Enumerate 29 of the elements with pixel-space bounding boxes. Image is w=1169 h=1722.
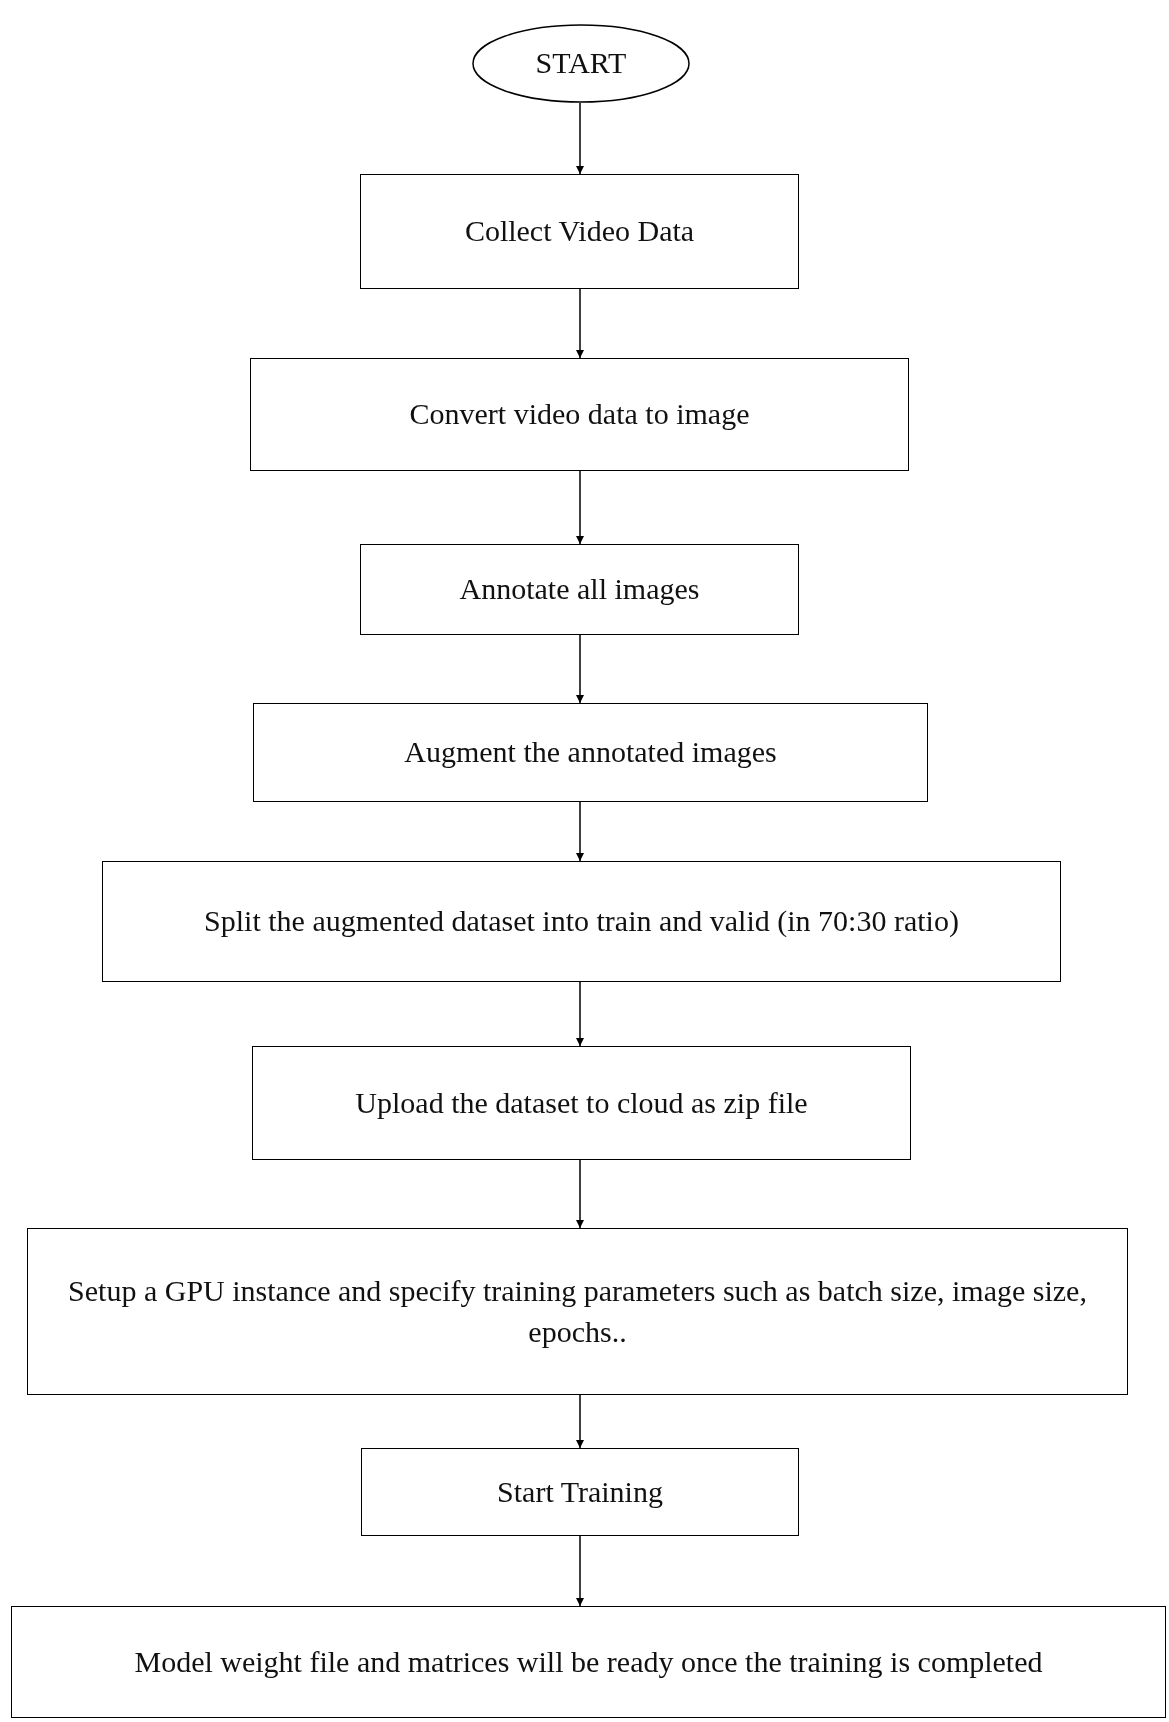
arrow (576, 1535, 584, 1607)
step-text: Collect Video Data (463, 213, 696, 250)
step-text: Convert video data to image (408, 396, 751, 433)
process-box (11, 1606, 1166, 1718)
step-text: Model weight file and matrices will be ready once the training is completed (133, 1643, 1044, 1680)
step-text: START (534, 45, 628, 82)
process-box (361, 1448, 799, 1536)
process-box (252, 1046, 911, 1160)
arrow (576, 288, 584, 359)
step-text: Setup a GPU instance and specify training parameters such as batch size, image size, epochs.. (67, 1273, 1088, 1350)
arrow (576, 102, 584, 175)
step-text: Start Training (496, 1473, 664, 1510)
start-ellipse (472, 24, 690, 103)
step-text: Upload the dataset to cloud as zip file (354, 1084, 809, 1121)
process-box (27, 1228, 1128, 1395)
step-text: Split the augmented dataset into train and valid (in 70:30 ratio) (203, 903, 960, 940)
process-box (102, 861, 1061, 982)
process-box (250, 358, 909, 471)
arrow (576, 1394, 584, 1449)
step-text: Annotate all images (458, 571, 701, 608)
process-box (360, 544, 799, 635)
arrow (576, 1159, 584, 1229)
step-text: Augment the annotated images (403, 734, 778, 771)
process-box (253, 703, 928, 802)
arrow (576, 634, 584, 704)
arrow (576, 981, 584, 1047)
arrow (576, 470, 584, 545)
arrow (576, 801, 584, 862)
process-box (360, 174, 799, 289)
